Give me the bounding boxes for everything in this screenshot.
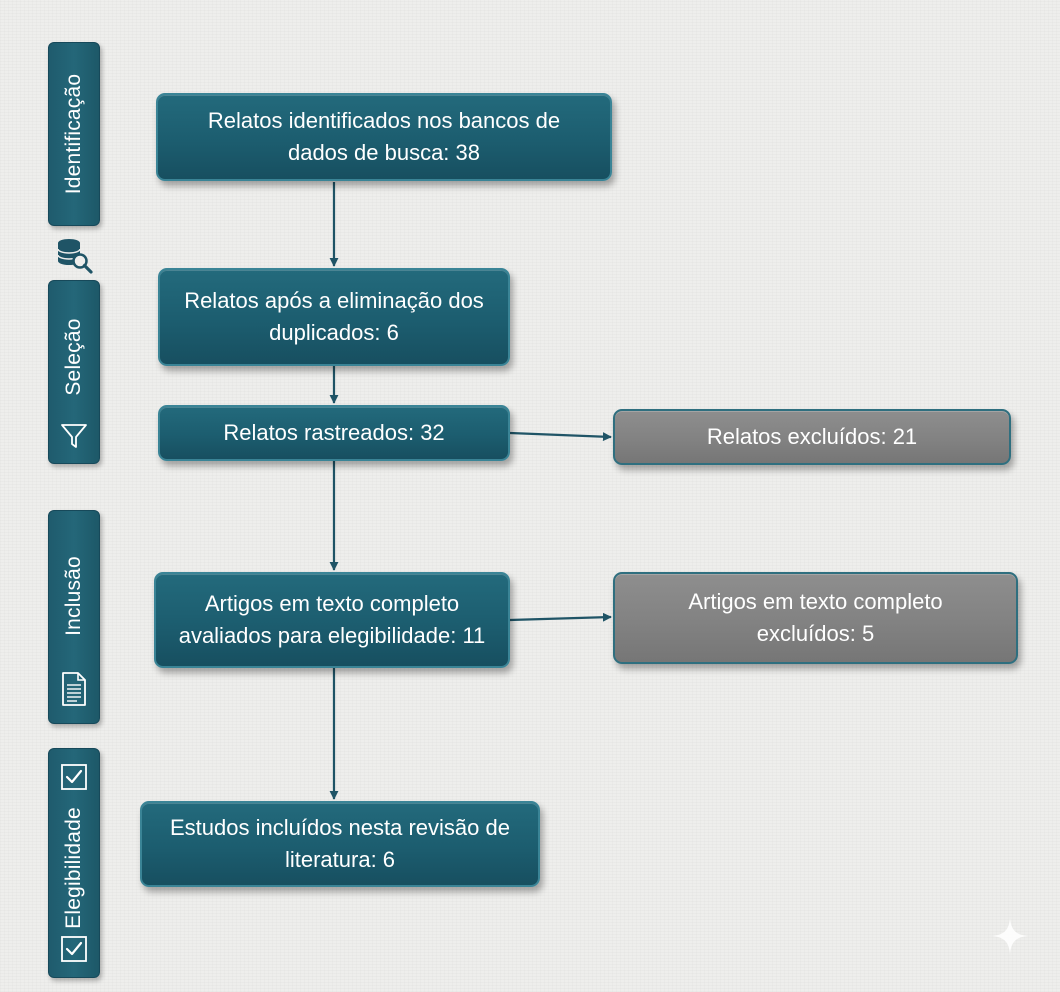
phase-inclusao: Inclusão <box>48 510 100 724</box>
phase-identificacao-label: Identificação <box>62 73 85 195</box>
phase-selecao: Seleção <box>48 280 100 464</box>
box-included-studies: Estudos incluídos nesta revisão de liter… <box>140 801 540 887</box>
phase-elegibilidade-label: Elegibilidade <box>62 806 85 929</box>
phase-inclusao-label: Inclusão <box>62 555 85 636</box>
checkbox-icon <box>60 763 88 796</box>
box-after-duplicates: Relatos após a eliminação dos duplicados… <box>158 268 510 366</box>
box-screened-reports: Relatos rastreados: 32 <box>158 405 510 461</box>
arrow-fulltext-to-fulltext-excluded <box>509 612 612 622</box>
box-included-studies-text: Estudos incluídos nesta revisão de liter… <box>170 815 510 872</box>
database-search-icon <box>54 236 94 274</box>
box-fulltext-excluded: Artigos em texto completo excluídos: 5 <box>613 572 1018 664</box>
box-excluded-reports: Relatos excluídos: 21 <box>613 409 1011 465</box>
phase-elegibilidade: Elegibilidade <box>48 748 100 978</box>
arrow-screened-to-excluded <box>509 431 612 442</box>
sparkle-icon <box>990 916 1030 956</box>
box-after-duplicates-text: Relatos após a eliminação dos duplicados… <box>184 288 484 345</box>
checkbox-icon <box>60 935 88 968</box>
box-screened-reports-text: Relatos rastreados: 32 <box>223 420 445 445</box>
box-identified-reports: Relatos identificados nos bancos de dado… <box>156 93 612 181</box>
box-fulltext-assessed-text: Artigos em texto completo avaliados para… <box>178 591 486 648</box>
box-identified-reports-text: Relatos identificados nos bancos de dado… <box>207 108 561 165</box>
box-excluded-reports-text: Relatos excluídos: 21 <box>706 424 918 449</box>
box-fulltext-excluded-text: Artigos em texto completo excluídos: 5 <box>688 589 943 646</box>
phase-identificacao: Identificação <box>48 42 100 226</box>
phase-selecao-label: Seleção <box>62 318 85 397</box>
filter-icon <box>59 421 89 456</box>
document-icon <box>59 671 89 712</box>
box-fulltext-assessed: Artigos em texto completo avaliados para… <box>154 572 510 668</box>
